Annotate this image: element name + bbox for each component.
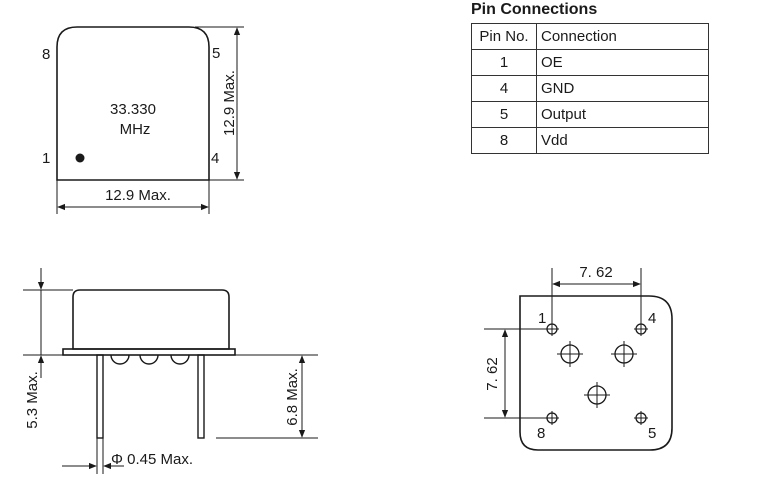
pin-connections-table: Pin No. Connection 1 OE 4 GND 5 Output 8…	[471, 23, 709, 154]
side-height-label: 5.3 Max.	[24, 371, 41, 429]
pin-no-header: Pin No.	[471, 23, 537, 50]
pin-no-cell: 1	[471, 49, 537, 76]
bottom-pin-label-4: 4	[648, 310, 656, 327]
spacing-y-label: 7. 62	[484, 357, 501, 390]
table-row: 5 Output	[471, 101, 709, 128]
side-view-can	[72, 289, 230, 350]
height-dim-label: 12.9 Max.	[221, 70, 238, 136]
table-header-row: Pin No. Connection	[471, 23, 709, 50]
bottom-pin-1	[545, 322, 559, 336]
lead-right	[197, 354, 205, 439]
bottom-view-body	[519, 295, 673, 451]
standoff-right	[611, 341, 637, 367]
connection-cell: Output	[536, 101, 709, 128]
pin-no-cell: 4	[471, 75, 537, 102]
standoff-left	[557, 341, 583, 367]
pin-no-cell: 8	[471, 127, 537, 154]
side-view: 5.3 Max. 6.8 Max. Φ 0.45 Max.	[23, 268, 318, 474]
top-view: 33.330 MHz 8 5 1 4 12.9 Max. 12.9 Max.	[42, 26, 244, 214]
bottom-pin-8	[545, 411, 559, 425]
pin1-marker-dot	[75, 153, 85, 163]
glass-bead-mid	[139, 354, 159, 365]
table-row: 8 Vdd	[471, 127, 709, 154]
glass-bead-right	[170, 354, 190, 365]
lead-diameter-label: Φ 0.45 Max.	[111, 451, 193, 468]
standoff-bottom	[584, 382, 610, 408]
bottom-pin-4	[634, 322, 648, 336]
pin-table-title: Pin Connections	[471, 1, 598, 18]
table-row: 4 GND	[471, 75, 709, 102]
bottom-view: 1 4 8 5 7. 62 7. 62	[484, 264, 673, 451]
table-row: 1 OE	[471, 49, 709, 76]
side-view-base	[62, 348, 236, 356]
frequency-unit: MHz	[120, 121, 151, 138]
connection-cell: Vdd	[536, 127, 709, 154]
bottom-pin-label-1: 1	[538, 310, 546, 327]
connection-cell: GND	[536, 75, 709, 102]
glass-bead-left	[110, 354, 130, 365]
bottom-pin-5	[634, 411, 648, 425]
connection-header: Connection	[536, 23, 709, 50]
top-pin-label-4: 4	[211, 150, 219, 167]
top-pin-label-8: 8	[42, 46, 50, 63]
top-view-body	[56, 26, 210, 181]
spacing-x-label: 7. 62	[579, 264, 612, 281]
lead-left	[96, 354, 104, 439]
width-dim-label: 12.9 Max.	[105, 187, 171, 204]
frequency-value: 33.330	[110, 101, 156, 118]
bottom-pin-label-5: 5	[648, 425, 656, 442]
top-pin-label-1: 1	[42, 150, 50, 167]
top-pin-label-5: 5	[212, 45, 220, 62]
bottom-pin-label-8: 8	[537, 425, 545, 442]
pin-no-cell: 5	[471, 101, 537, 128]
connection-cell: OE	[536, 49, 709, 76]
lead-dim-label: 6.8 Max.	[284, 368, 301, 426]
